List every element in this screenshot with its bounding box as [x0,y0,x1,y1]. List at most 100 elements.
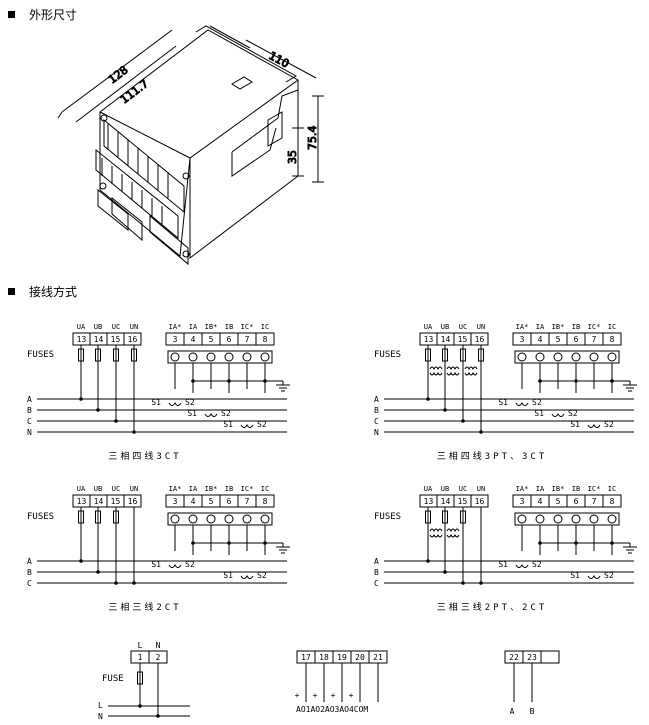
voltage-terminal-block-cell-13: 13 [77,497,87,506]
power-label-N: N [156,641,161,650]
voltage-label-2: UC [459,323,467,331]
current-terminal-block-cell-8: 8 [610,497,615,506]
junction-dot [114,581,118,585]
current-label-0: IA* [516,485,529,493]
fuses-label: FUSES [374,350,401,360]
fuse-icon [460,510,466,524]
ct-s1-label: S1 [534,409,544,418]
ct-bar [514,350,620,364]
junction-dot [132,581,136,585]
voltage-label-3: UN [130,485,138,493]
ct-s2-label: S2 [568,409,578,418]
junction-dot [538,541,542,545]
ct-s2-label: S2 [532,560,542,569]
junction-dot [461,581,465,585]
voltage-terminal-block-cell-13: 13 [77,335,87,344]
line-label-C: C [27,579,32,588]
ct-bar [514,512,620,526]
ct-s1-label: S1 [570,571,580,580]
junction-dot [538,379,542,383]
fuse-icon [113,348,119,362]
heading-dimensions-text: 外形尺寸 [29,8,78,22]
device-isometric-drawing [57,25,324,266]
heading-dimensions: 外形尺寸 [8,6,77,23]
current-label-0: IA* [169,485,182,493]
power-terminal-block-cell-2: 2 [156,653,161,662]
ct-s2-label: S2 [604,571,614,580]
voltage-label-1: UB [94,485,102,493]
pt-coil-icon [446,366,460,376]
fuse-icon [460,348,466,362]
junction-dot [443,408,447,412]
current-terminal-block-cell-5: 5 [209,497,214,506]
ct-terminal-icon [517,352,527,362]
voltage-terminal-block-cell-13: 13 [424,335,434,344]
current-terminal-block-cell-3: 3 [520,335,525,344]
diagram-caption: 三相四线3CT [108,450,181,462]
voltage-terminal-block-cell-16: 16 [475,497,485,506]
current-terminal-block-cell-4: 4 [191,335,196,344]
junction-dot [96,570,100,574]
voltage-terminal-block-cell-15: 15 [111,335,121,344]
ct-s1-label: S1 [498,398,508,407]
voltage-terminal-block-cell-15: 15 [458,335,468,344]
junction-dot [79,397,83,401]
ct-coil-icon [515,402,529,406]
ct-terminal-icon [188,352,198,362]
current-label-5: IC [608,485,616,493]
current-label-1: IA [189,323,198,331]
current-terminal-block-cell-7: 7 [245,335,250,344]
junction-dot [79,559,83,563]
junction-dot [114,419,118,423]
voltage-label-1: UB [441,485,449,493]
voltage-label-2: UC [459,485,467,493]
pt-coil-icon [464,366,478,376]
ct-s2-label: S2 [221,409,231,418]
output-terminal-block-cell-17: 17 [301,653,311,662]
fuse-icon [95,510,101,524]
wiring-diagrams: UA UB UC UN IA* IA IB* IB IC* IC 13 14 15 16 3 4 5 6 7 8 FUS… [27,323,637,721]
output-terminal-block-cell-21: 21 [373,653,383,662]
heading-wiring: 接线方式 [8,283,77,300]
ct-terminal-icon [553,352,563,362]
junction-dot [191,541,195,545]
current-terminal-block-cell-6: 6 [227,335,232,344]
junction-dot [426,397,430,401]
fuse-icon [442,348,448,362]
ct-terminal-icon [607,352,617,362]
current-label-2: IB* [205,485,218,493]
ct-coil-icon [587,575,601,579]
output-sign-0: + [295,691,300,700]
junction-dot [574,379,578,383]
ct-terminal-icon [607,514,617,524]
ct-terminal-icon [589,514,599,524]
current-terminal-block-cell-7: 7 [592,497,597,506]
ct-s2-label: S2 [604,420,614,429]
voltage-label-3: UN [477,323,485,331]
current-label-2: IB* [205,323,218,331]
ct-coil-icon [204,413,218,417]
voltage-terminal-block-cell-14: 14 [441,497,451,506]
voltage-label-0: UA [77,485,86,493]
current-label-4: IC* [588,485,601,493]
current-label-4: IC* [241,485,254,493]
junction-dot [227,379,231,383]
output-terminal-block-cell-20: 20 [355,653,365,662]
line-label-B: B [27,568,32,577]
output-sign-3: + [349,691,354,700]
junction-dot [479,581,483,585]
ct-s2-label: S2 [257,420,267,429]
current-label-4: IC* [588,323,601,331]
ct-terminal-icon [188,514,198,524]
ct-terminal-icon [589,352,599,362]
ct-terminal-icon [553,514,563,524]
voltage-label-3: UN [477,485,485,493]
current-terminal-block-cell-6: 6 [574,335,579,344]
line-label-N: N [374,428,379,437]
line-label-C: C [374,417,379,426]
current-label-3: IB [572,323,580,331]
